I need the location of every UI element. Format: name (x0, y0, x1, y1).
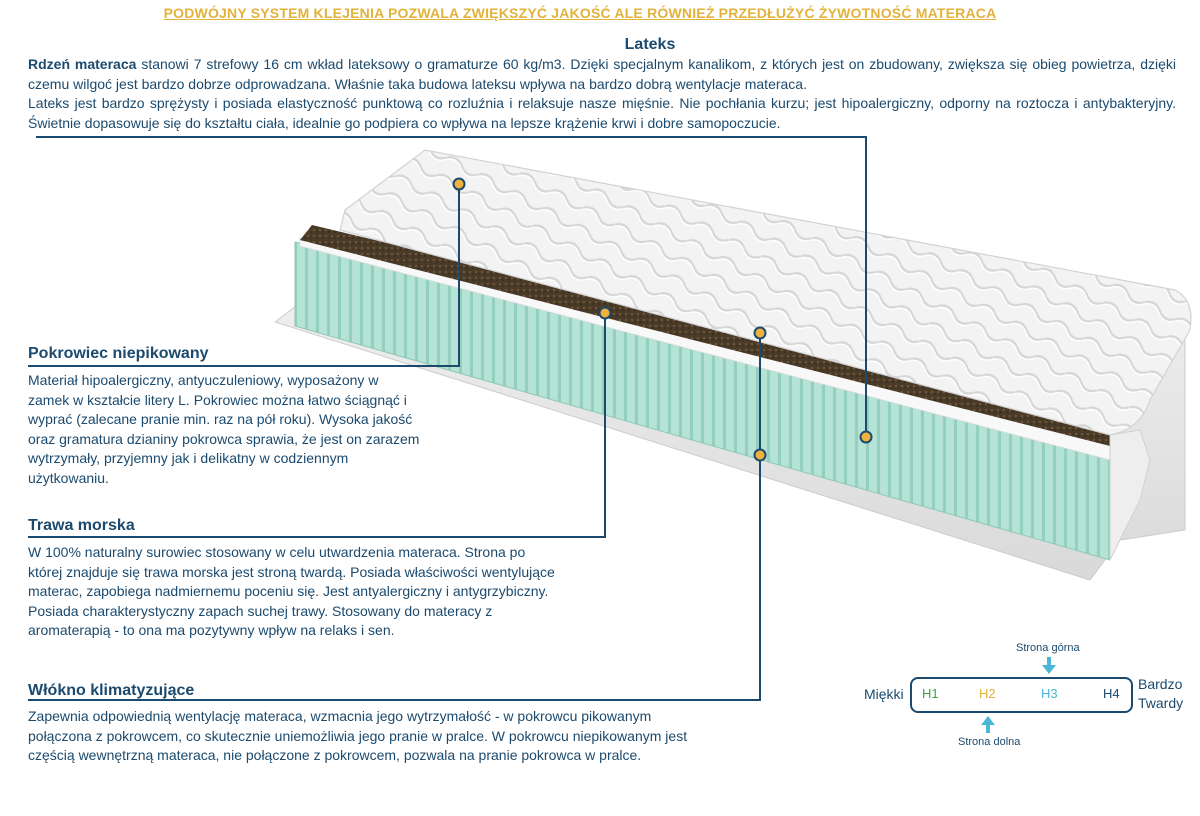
marker-dot (753, 326, 767, 340)
banner-heading: PODWÓJNY SYSTEM KLEJENIA POZWALA ZWIĘKSZ… (163, 5, 997, 21)
leader-wlokno (28, 455, 761, 701)
marker-dot (859, 430, 873, 444)
arrow-top-head (1042, 665, 1056, 674)
hardness-level-h4: H4 (1103, 686, 1120, 701)
pokrowiec-line: użytkowaniu. (28, 469, 109, 486)
arrow-bottom-shaft (986, 723, 990, 733)
pokrowiec-line: wytrzymały, przyjemny jak i delikatny w … (28, 450, 349, 466)
marker-dot (598, 306, 612, 320)
hardness-top-label: Strona górna (1016, 642, 1080, 654)
wlokno-title: Włókno klimatyzujące (28, 682, 195, 699)
pokrowiec-text: Materiał hipoalergiczny, antyuczuleniowy… (28, 371, 468, 488)
trawa-title: Trawa morska (28, 517, 135, 534)
pokrowiec-line: oraz gramatura dzianiny pokrowca sprawia… (28, 430, 420, 447)
wlokno-line: połączona z pokrowcem, co skutecznie uni… (28, 727, 688, 744)
pokrowiec-line: zamek w kształcie litery L. Pokrowiec mo… (28, 391, 407, 408)
coir-layer (300, 225, 1125, 446)
lateks-description: Rdzeń materaca stanowi 7 strefowy 16 cm … (28, 55, 1176, 133)
hardness-level-h3: H3 (1041, 686, 1058, 701)
hardness-scale (910, 677, 1133, 713)
lateks-title: Lateks (624, 36, 676, 53)
leader-lateks (36, 136, 867, 437)
quilted-top (339, 149, 1192, 436)
arrow-bottom-head (981, 716, 995, 725)
trawa-line: aromaterapią - to ona ma pozytywny wpływ… (28, 622, 395, 638)
hardness-left-label: Miękki (864, 686, 904, 702)
lateks-text-2: Lateks jest bardzo sprężysty i posiada e… (28, 95, 1176, 131)
marker-dot (753, 448, 767, 462)
hardness-right-label-1: Bardzo (1138, 676, 1183, 692)
trawa-line: W 100% naturalny surowiec stosowany w ce… (28, 544, 526, 560)
leader-trawa (28, 314, 606, 538)
pokrowiec-title: Pokrowiec niepikowany (28, 345, 209, 362)
trawa-line: Posiada charakterystyczny zapach suchej … (28, 602, 493, 619)
pokrowiec-line: Materiał hipoalergiczny, antyuczuleniowy… (28, 372, 379, 388)
lateks-lead: Rdzeń materaca (28, 56, 137, 72)
trawa-line: materac, zapobiega nadmiernemu poceniu s… (28, 583, 549, 599)
leader-pokrowiec (28, 185, 460, 367)
lateks-text: stanowi 7 strefowy 16 cm wkład lateksowy… (28, 56, 1176, 92)
marker-dot (452, 177, 466, 191)
hardness-right-label-2: Twardy (1138, 695, 1184, 711)
trawa-line: której znajduje się trawa morska jest st… (28, 563, 555, 580)
arrow-top-shaft (1047, 657, 1051, 667)
hardness-level-h1: H1 (922, 686, 939, 701)
wlokno-line: Zapewnia odpowiednią wentylację materaca… (28, 708, 652, 724)
pokrowiec-line: wyprać (zalecane pranie min. raz na pół … (28, 411, 413, 427)
trawa-text: W 100% naturalny surowiec stosowany w ce… (28, 543, 628, 641)
wlokno-line: częścią wewnętrzną materaca, nie połączo… (28, 747, 642, 763)
hardness-bottom-label: Strona dolna (958, 736, 1021, 748)
hardness-level-h2: H2 (979, 686, 996, 701)
wlokno-text: Zapewnia odpowiednią wentylację materaca… (28, 707, 788, 766)
